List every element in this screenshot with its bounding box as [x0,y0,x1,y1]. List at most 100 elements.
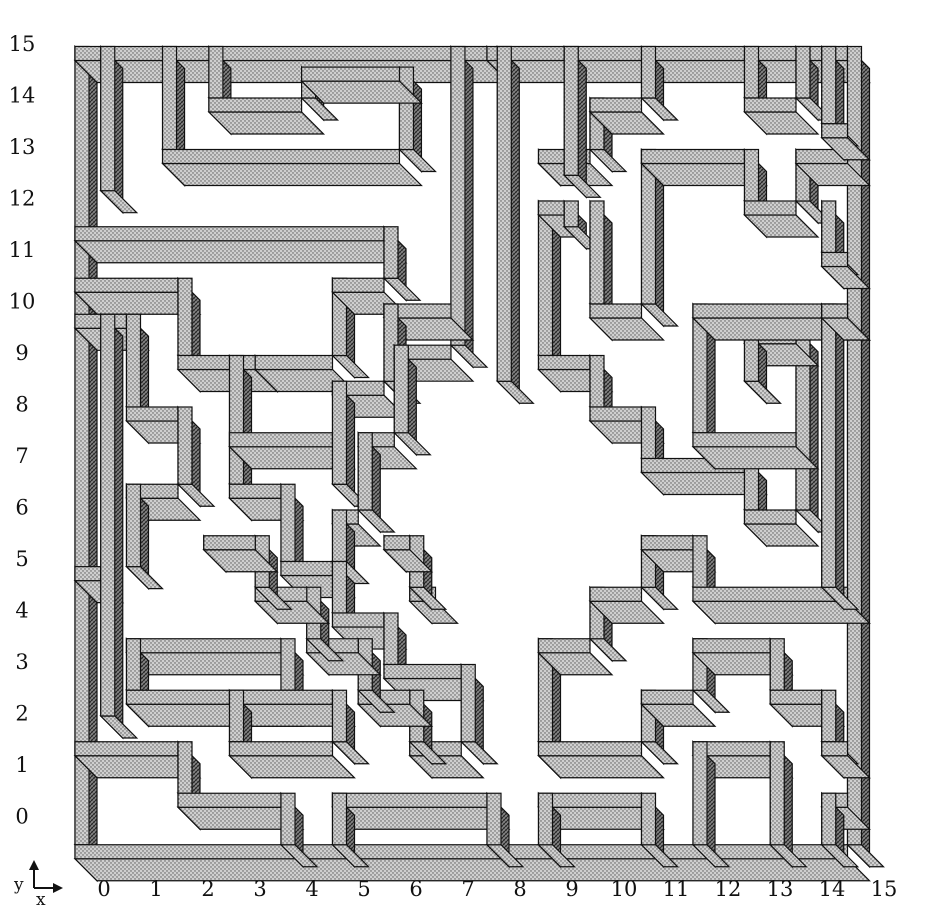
y-tick-label: 5 [15,547,28,571]
maze-wall [75,227,406,263]
y-tick-label: 2 [15,702,28,726]
wall-top-face [281,639,295,691]
x-tick-label: 13 [767,877,794,901]
wall-bottom-face [101,191,137,213]
maze-wall [75,845,870,881]
y-axis-letter: y [13,875,24,895]
wall-top-face [75,567,101,581]
wall-top-face [281,484,295,561]
maze-wall [497,47,533,404]
wall-top-face [127,639,141,691]
wall-top-face [487,793,501,845]
wall-top-face [333,381,347,484]
wall-top-face [75,227,384,241]
wall-top-face [822,304,848,318]
wall-top-face [230,690,244,742]
wall-top-face [745,510,797,524]
wall-bottom-face [693,447,818,469]
x-tick-label: 3 [253,877,266,901]
wall-top-face [745,201,797,215]
wall-top-face [539,356,591,370]
wall-top-face [564,201,578,227]
y-tick-label: 14 [9,84,36,108]
wall-top-face [230,484,282,498]
wall-top-face [539,639,591,653]
wall-top-face [333,613,385,627]
wall-top-face [230,690,333,704]
x-tick-label: 14 [819,877,846,901]
wall-top-face [178,278,192,355]
x-tick-label: 12 [715,877,742,901]
wall-top-face [101,47,115,191]
wall-top-face [333,793,347,845]
x-tick-label: 5 [357,877,370,901]
wall-top-face [642,150,745,164]
wall-bottom-face [75,241,406,263]
wall-bottom-face [410,756,484,778]
y-tick-label: 4 [15,599,28,623]
wall-top-face [693,433,796,447]
wall-top-face [590,587,642,601]
maze-wall [539,742,664,778]
x-tick-label: 11 [663,877,690,901]
wall-top-face [75,742,178,756]
wall-bottom-face [333,807,510,829]
wall-top-face [333,278,385,292]
wall-top-face [497,47,511,382]
wall-top-face [127,407,179,421]
wall-top-face [178,407,192,484]
wall-bottom-face [127,567,163,589]
wall-top-face [333,793,488,807]
wall-top-face [590,407,642,421]
wall-top-face [230,742,333,756]
y-tick-label: 8 [15,393,28,417]
maze-wall [384,227,420,301]
wall-top-face [204,536,256,550]
x-tick-label: 2 [201,877,214,901]
x-tick-label: 4 [305,877,318,901]
wall-top-face [822,793,836,845]
x-tick-label: 9 [565,877,578,901]
x-tick-label: 8 [513,877,526,901]
wall-bottom-face [101,716,137,738]
wall-top-face [770,742,784,845]
wall-bottom-face [127,653,304,675]
maze-wall [461,665,497,764]
wall-top-face [394,345,408,433]
y-tick-label: 13 [9,135,36,159]
wall-top-face [230,433,333,447]
y-tick-label: 10 [9,290,36,314]
y-tick-label: 15 [9,32,36,56]
wall-bottom-face [745,524,819,546]
x-tick-label: 15 [871,877,898,901]
wall-top-face [642,407,656,459]
wall-top-face [163,150,400,164]
wall-top-face [770,639,784,691]
maze-wall [127,639,304,675]
wall-top-face [539,793,642,807]
wall-top-face [822,253,848,267]
wall-top-face [127,639,282,653]
wall-top-face [590,98,642,112]
wall-top-face [384,613,398,665]
x-tick-label: 0 [97,877,110,901]
wall-top-face [127,314,141,407]
wall-top-face [770,690,822,704]
wall-bottom-face [75,61,509,83]
wall-top-face [745,98,797,112]
x-axis-letter: x [36,890,46,905]
wall-top-face [796,47,810,99]
wall-top-face [822,47,836,124]
wall-top-face [75,47,89,845]
wall-top-face [163,47,177,150]
wall-top-face [642,793,656,845]
y-tick-label: 1 [15,753,28,777]
wall-top-face [693,742,707,845]
y-tick-label: 12 [9,187,36,211]
wall-bottom-face [497,381,533,403]
wall-top-face [539,742,642,756]
maze-wall [163,150,422,186]
x-tick-label: 10 [611,877,638,901]
wall-top-face [745,150,759,202]
